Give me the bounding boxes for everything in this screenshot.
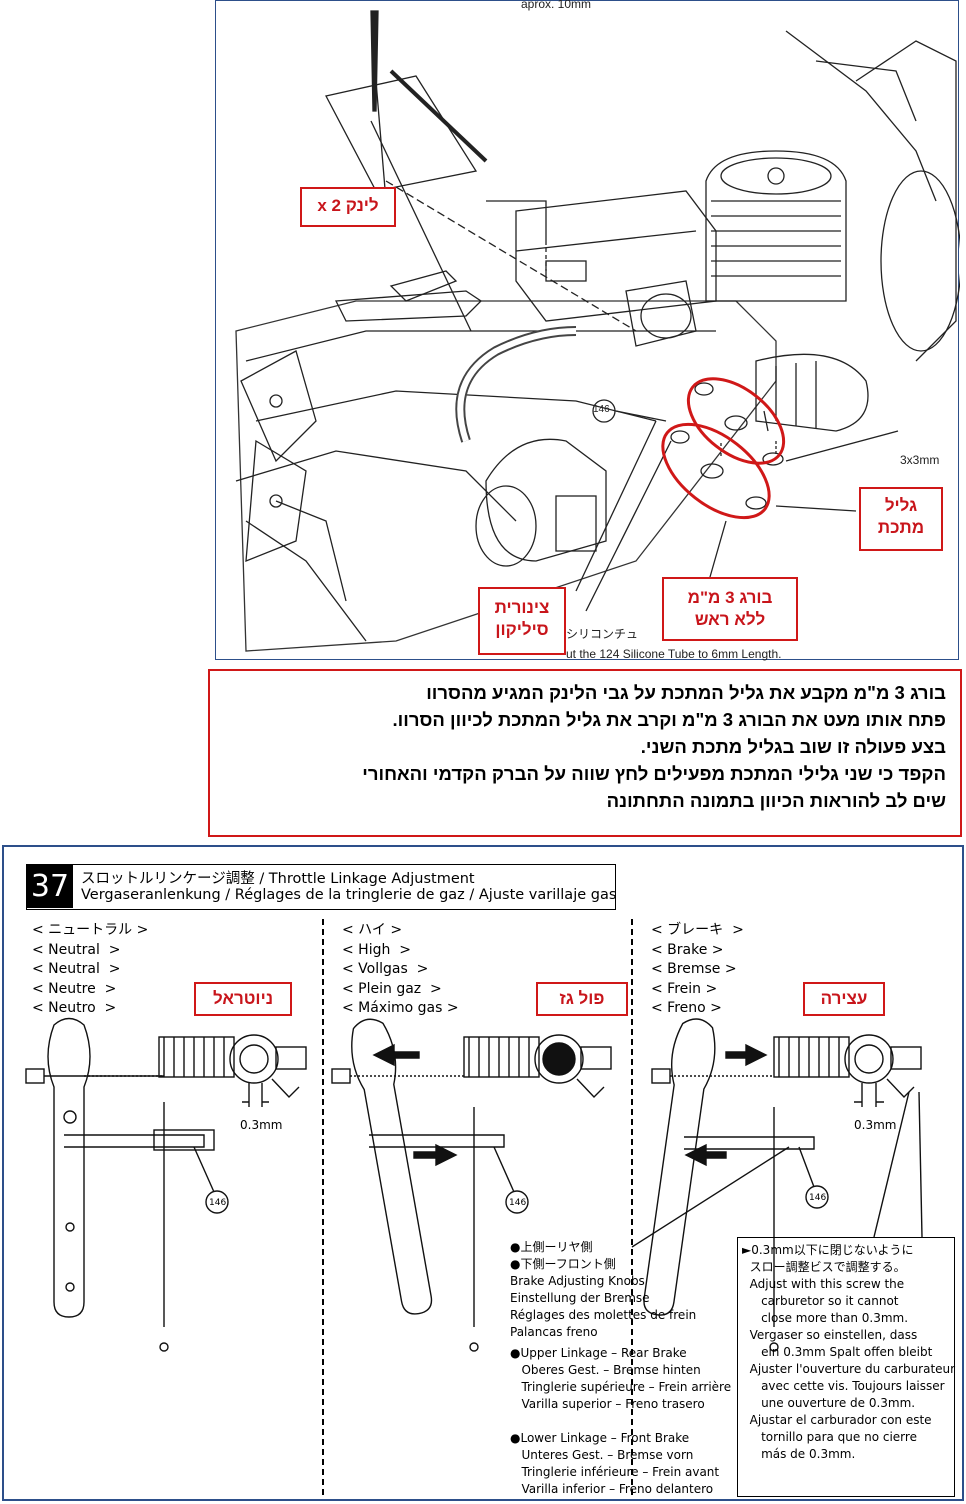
caption-japanese: シリコンチュ xyxy=(566,627,639,641)
part-number-label: 146 xyxy=(593,404,610,415)
linkage-drawings xyxy=(25,1017,923,1352)
silicone-tube-line2: סיליקון xyxy=(495,620,549,639)
carburetor-note-box: ►0.3mm以下に閉じないように スロー調整ビスで調整する。 Adjust wi… xyxy=(737,1237,955,1497)
step-37-panel: 37 スロットルリンケージ調整 / Throttle Linkage Adjus… xyxy=(2,845,964,1501)
brake-part-number: 146 xyxy=(809,1193,827,1203)
metal-roller-callout: גליל מתכת xyxy=(859,487,943,551)
metal-roller-line1: גליל xyxy=(884,496,918,515)
brake-knob-notes: ●上側ーリヤ側 ●下側ーフロント側 Brake Adjusting Knobs … xyxy=(510,1240,697,1339)
headless-screw-line2: ללא ראש xyxy=(694,610,766,629)
headless-screw-callout: בורג 3 מ"מ ללא ראש xyxy=(662,577,798,641)
headless-screw-line1: בורג 3 מ"מ xyxy=(687,588,773,607)
instruction-line-2: פתח אותו מעט את הבורג 3 מ"מ וקרב את גליל… xyxy=(392,709,946,730)
silicone-tube-line1: צינורית xyxy=(494,598,550,617)
instruction-line-1: בורג 3 מ"מ מקבע את גליל המתכת על גבי הלי… xyxy=(426,682,946,703)
step-title-line1: スロットルリンケージ調整 / Throttle Linkage Adjustme… xyxy=(81,871,475,887)
metal-roller-line2: מתכת xyxy=(877,518,925,537)
neutral-gap-label: 0.3mm xyxy=(240,1118,283,1132)
silicone-tube-callout: צינורית סיליקון xyxy=(478,587,566,655)
step-number: 37 xyxy=(27,865,73,908)
full-throttle-linkage-drawing xyxy=(331,1018,612,1352)
neutral-linkage-drawing xyxy=(25,1017,307,1352)
brake-badge: עצירה xyxy=(803,982,885,1016)
screw-spec-label: 3x3mm xyxy=(900,453,940,467)
carburetor-note: ►0.3mm以下に閉じないように スロー調整ビスで調整する。 Adjust wi… xyxy=(742,1243,956,1461)
link-callout: לינק x 2 xyxy=(300,187,396,227)
neutral-column-labels: < ニュートラル > < Neutral > < Neutral > < Neu… xyxy=(32,922,149,1016)
drawing-header-text: aprox. 10mm xyxy=(521,0,592,11)
full-throttle-badge: פול גז xyxy=(536,982,628,1016)
brake-column-labels: < ブレーキ > < Brake > < Bremse > < Frein > … xyxy=(651,922,744,1016)
linkage-notes: ●Upper Linkage – Rear Brake Oberes Gest.… xyxy=(510,1346,732,1496)
neutral-badge: ניוטראל xyxy=(194,982,292,1016)
high-column-labels: < ハイ > < High > < Vollgas > < Plein gaz … xyxy=(342,922,459,1016)
high-part-number: 146 xyxy=(509,1198,527,1208)
brake-gap-label: 0.3mm xyxy=(854,1118,897,1132)
instruction-box: בורג 3 מ"מ מקבע את גליל המתכת על גבי הלי… xyxy=(208,669,962,837)
step-title-line2: Vergaseranlenkung / Réglages de la tring… xyxy=(81,887,617,903)
engine-assembly-drawing xyxy=(235,10,960,652)
column-divider-2 xyxy=(631,919,633,1495)
instruction-line-4: הקפד כי שני גלילי המתכת מפעילים לחץ שווה… xyxy=(362,763,946,784)
instruction-line-5: שים לב להוראות הכיוון בתמונה התחתונה xyxy=(606,790,946,811)
step-header: 37 スロットルリンケージ調整 / Throttle Linkage Adjus… xyxy=(26,864,616,910)
instruction-line-3: בצע פעולה זו שוב בגליל מתכת השני. xyxy=(640,736,946,757)
top-technical-drawing: aprox. 10mm 146 3x3mm シリコンチュ ut the 124 … xyxy=(215,0,960,661)
column-divider-1 xyxy=(322,919,324,1495)
neutral-part-number: 146 xyxy=(209,1198,227,1208)
caption-english: ut the 124 Silicone Tube to 6mm Length. xyxy=(566,647,782,661)
brake-linkage-drawing xyxy=(631,1018,923,1352)
link-callout-text: לינק x 2 xyxy=(317,196,379,215)
